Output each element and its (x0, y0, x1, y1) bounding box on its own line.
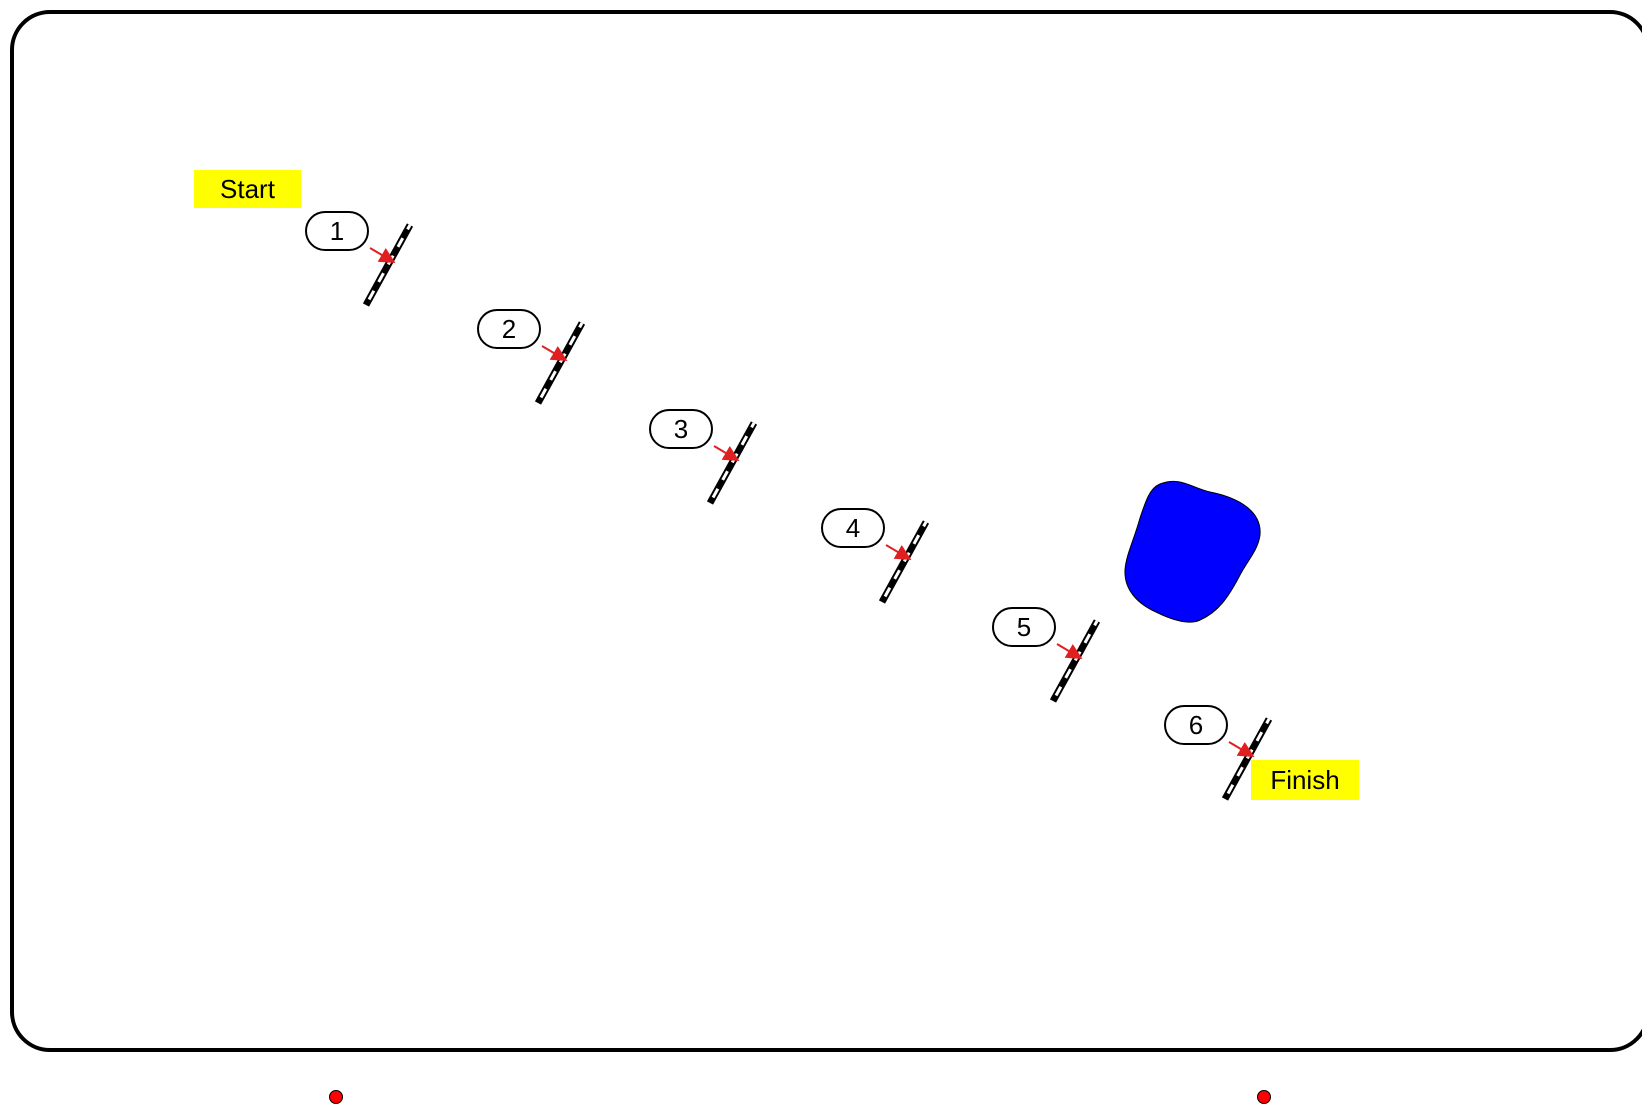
finish-label: Finish (1251, 760, 1359, 800)
gate-number: 5 (1017, 612, 1031, 642)
gate-number-badge (992, 607, 1056, 647)
gate-number: 6 (1189, 710, 1203, 740)
gate-number-badge (649, 409, 713, 449)
gate-bar-stripes (1223, 718, 1271, 800)
gate-5: 5 (992, 607, 1101, 703)
gate-6: 6 (1164, 705, 1273, 801)
direction-arrow (885, 544, 912, 561)
gate-bar-stripes (1051, 620, 1099, 702)
gate-number-badge (305, 211, 369, 251)
gate-4: 4 (821, 508, 930, 604)
direction-arrow (541, 345, 568, 362)
direction-arrow (1056, 643, 1083, 660)
start-label: Start (194, 170, 301, 208)
gate-bar-stripes (880, 521, 928, 603)
gate-2: 2 (477, 309, 586, 405)
gate-3: 3 (649, 409, 758, 505)
direction-arrow (369, 247, 396, 264)
gate-number: 3 (674, 414, 688, 444)
gate-1: 1 (305, 211, 414, 307)
gate-number: 2 (502, 314, 516, 344)
gate-number-badge (477, 309, 541, 349)
gate-number-badge (821, 508, 885, 548)
water-obstacle (1124, 480, 1261, 623)
gate-number-badge (1164, 705, 1228, 745)
direction-arrow (1228, 741, 1255, 758)
gate-bar-stripes (364, 224, 412, 306)
gate-bar-stripes (536, 322, 584, 404)
boundary-marker-left (329, 1090, 343, 1104)
gate-number: 4 (846, 513, 860, 543)
gate-number: 1 (330, 216, 344, 246)
direction-arrow (713, 445, 740, 462)
boundary-marker-right (1257, 1090, 1271, 1104)
gate-bar-stripes (708, 422, 756, 504)
